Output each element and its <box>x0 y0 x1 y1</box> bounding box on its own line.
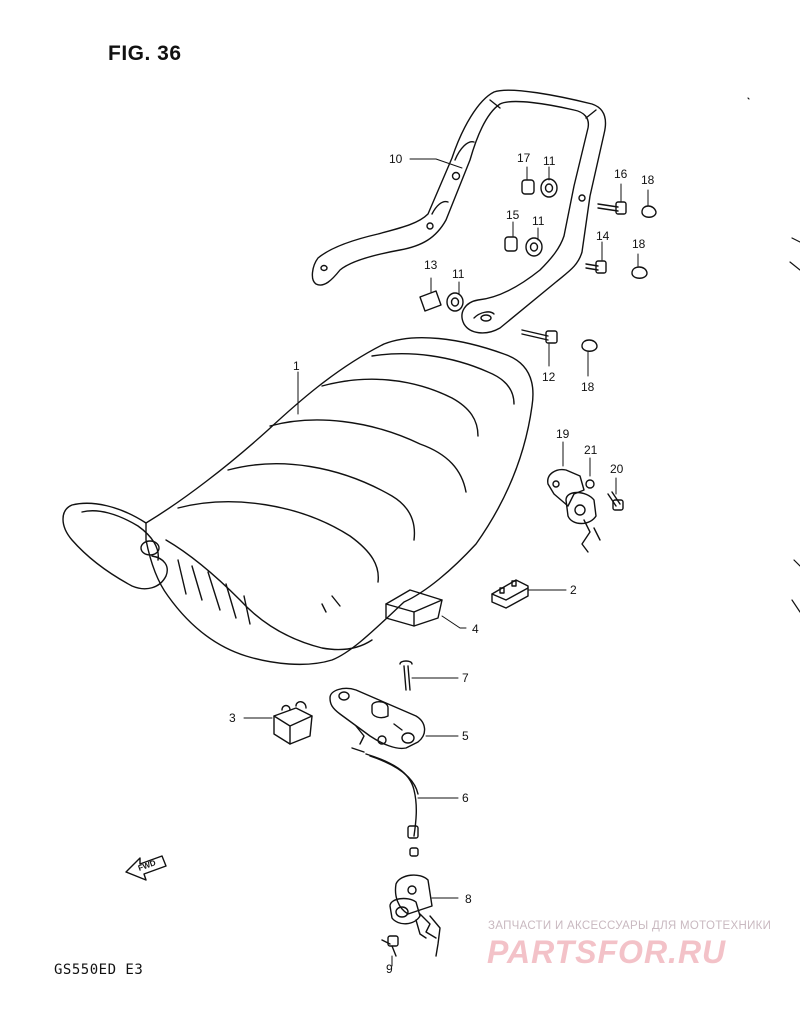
callout-17: 17 <box>517 151 531 165</box>
callout-11c: 11 <box>452 267 465 281</box>
callout-8: 8 <box>465 892 472 906</box>
cap-18b-drawing <box>631 266 648 279</box>
model-code: GS550ED E3 <box>54 962 144 978</box>
cap-18c-drawing <box>581 339 598 352</box>
spacer-13-drawing <box>419 290 442 312</box>
seat-buffer-2-drawing <box>491 579 529 609</box>
callout-7: 7 <box>462 671 469 685</box>
fwd-arrow-icon <box>125 855 167 881</box>
callout-16: 16 <box>614 167 628 181</box>
watermark-tagline: ЗАПЧАСТИ И АКСЕССУАРЫ ДЛЯ МОТОТЕХНИКИ <box>488 920 772 932</box>
callout-3: 3 <box>229 711 236 725</box>
callout-10: 10 <box>389 152 403 166</box>
cushion-11c-drawing <box>446 292 464 312</box>
leader-lines <box>243 158 649 967</box>
callout-11b: 11 <box>532 214 545 228</box>
scan-edge <box>747 97 800 613</box>
callout-1: 1 <box>293 359 300 373</box>
seat-buffer-3-drawing <box>273 701 313 745</box>
cushion-11b-drawing <box>525 237 543 257</box>
lock-plate-5-drawing <box>329 687 426 750</box>
bolt-16-drawing <box>597 201 627 215</box>
figure-title: FIG. 36 <box>108 42 182 65</box>
callout-6: 6 <box>462 791 469 805</box>
seat-drawing <box>62 337 534 666</box>
pillion-rail-drawing <box>311 89 607 334</box>
bolt-12-drawing <box>521 329 558 344</box>
callout-18c: 18 <box>581 380 595 394</box>
spacer-15-drawing <box>504 236 518 252</box>
helmet-lock-drawing <box>547 468 624 553</box>
callout-12: 12 <box>542 370 556 384</box>
callout-5: 5 <box>462 729 469 743</box>
callout-4: 4 <box>472 622 479 636</box>
seat-lock-8-drawing <box>389 874 441 957</box>
screw-7-drawing <box>399 660 413 691</box>
cap-18a-drawing <box>641 205 657 218</box>
cushion-4-drawing <box>385 589 443 627</box>
bolt-9-drawing <box>381 935 399 957</box>
callout-13: 13 <box>424 258 438 272</box>
callout-20: 20 <box>610 462 624 476</box>
callout-2: 2 <box>570 583 577 597</box>
callout-15: 15 <box>506 208 520 222</box>
callout-18a: 18 <box>641 173 655 187</box>
callout-9: 9 <box>386 962 393 976</box>
cushion-11a-drawing <box>540 178 558 198</box>
watermark-logo: PARTSFOR.RU <box>487 934 727 970</box>
callout-11a: 11 <box>543 154 556 168</box>
cable-6-drawing <box>351 735 419 857</box>
callout-18b: 18 <box>632 237 646 251</box>
callout-21: 21 <box>584 443 598 457</box>
callout-14: 14 <box>596 229 610 243</box>
callout-19: 19 <box>556 427 570 441</box>
spacer-17-drawing <box>521 179 535 195</box>
bolt-14-drawing <box>585 260 607 274</box>
